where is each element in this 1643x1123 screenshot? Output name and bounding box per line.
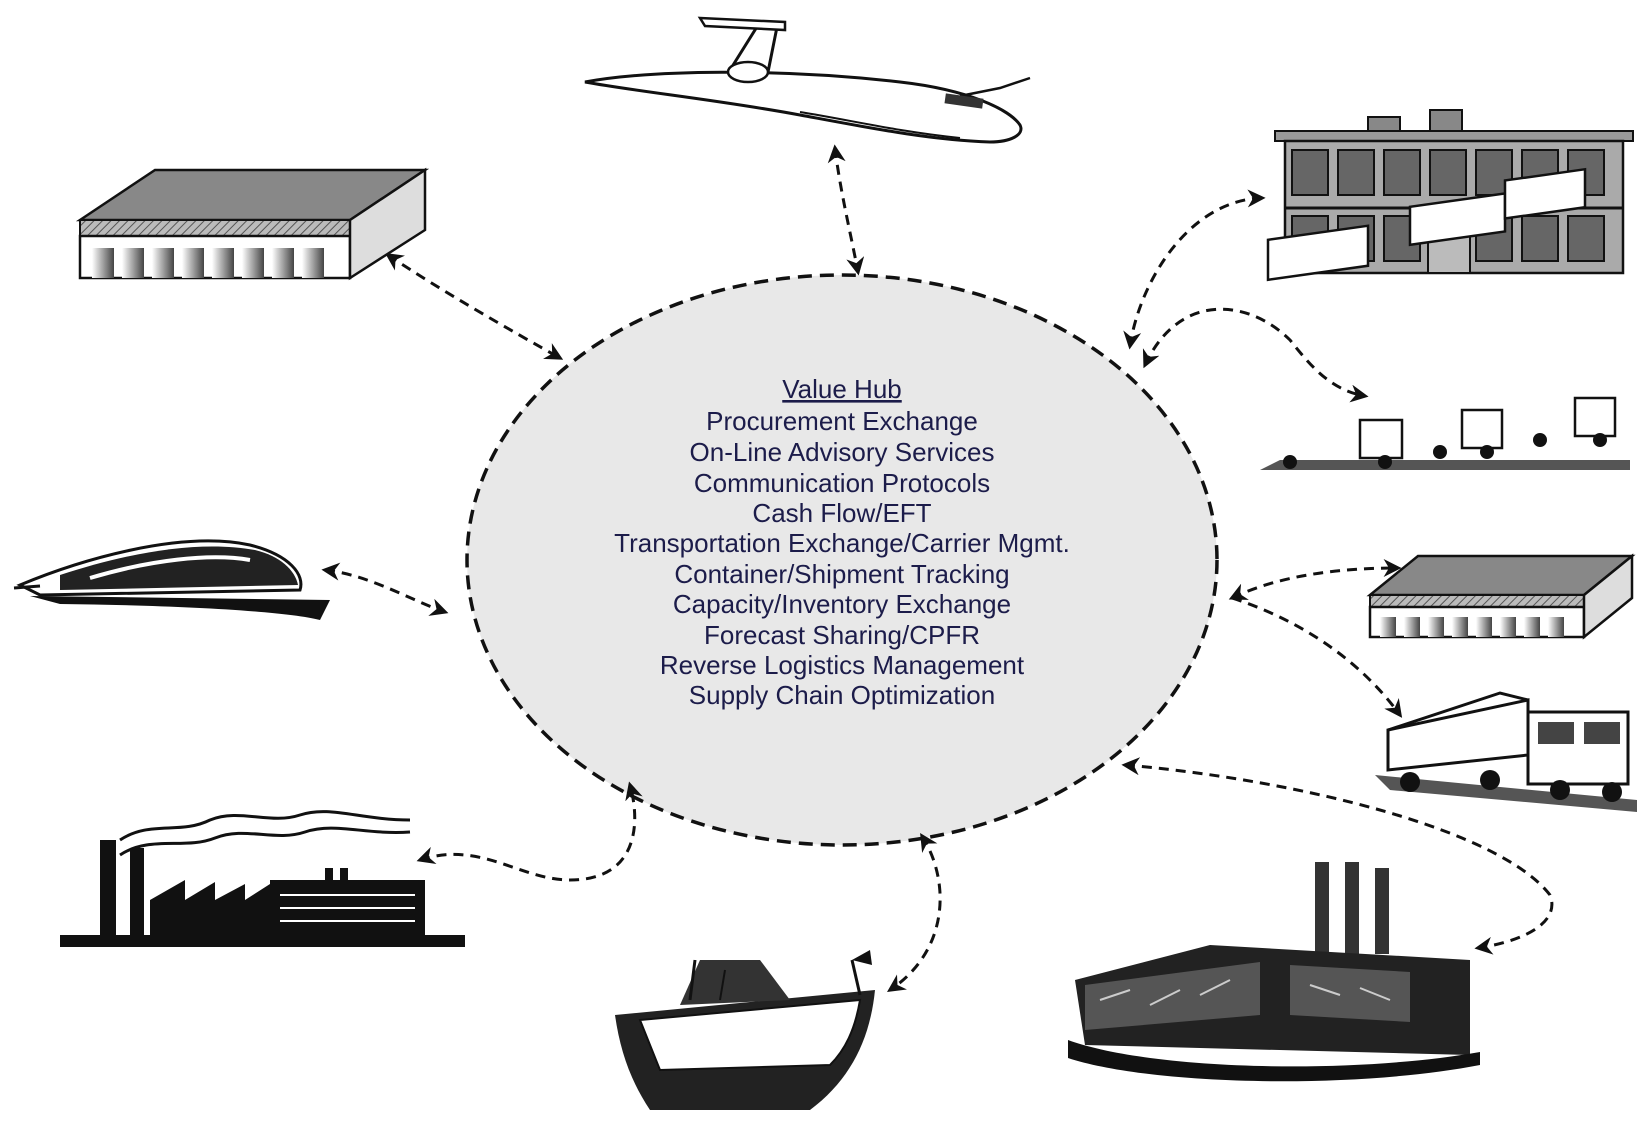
hub-item: On-Line Advisory Services <box>690 437 995 467</box>
truck-icon <box>1375 691 1637 812</box>
link-office-building <box>1123 189 1266 350</box>
factory-smoke-icon <box>60 810 465 947</box>
warehouse-icon <box>1366 553 1636 640</box>
truck-fleet-icon <box>1260 167 1630 470</box>
connectors <box>321 144 1554 992</box>
link-warehouse-left <box>385 252 564 360</box>
hub-item: Forecast Sharing/CPFR <box>704 620 980 650</box>
ship-icon <box>615 950 875 1110</box>
hub-item: Procurement Exchange <box>706 406 978 436</box>
hub-item: Supply Chain Optimization <box>689 680 995 710</box>
airplane-icon <box>584 16 1031 144</box>
hub-item: Capacity/Inventory Exchange <box>673 589 1011 619</box>
factory-icon <box>1068 862 1480 1082</box>
hub-item: Communication Protocols <box>694 468 990 498</box>
link-airplane <box>827 144 865 276</box>
link-single-truck <box>1231 596 1403 718</box>
hub-item: Container/Shipment Tracking <box>674 559 1009 589</box>
link-train <box>321 562 449 616</box>
hub-item-list: Procurement Exchange On-Line Advisory Se… <box>614 406 1070 710</box>
link-ship <box>887 832 942 992</box>
train-icon <box>13 539 330 620</box>
link-truck-fleet <box>1142 307 1369 403</box>
link-factory-right <box>1121 757 1554 955</box>
hub-item: Cash Flow/EFT <box>752 498 931 528</box>
value-hub: Value Hub Procurement Exchange On-Line A… <box>465 273 1219 847</box>
link-warehouse-right <box>1228 559 1402 600</box>
link-factory-left <box>416 781 643 882</box>
hub-item: Reverse Logistics Management <box>660 650 1025 680</box>
hub-title: Value Hub <box>782 374 902 404</box>
hub-item: Transportation Exchange/Carrier Mgmt. <box>614 528 1070 558</box>
warehouse-icon <box>75 167 430 281</box>
